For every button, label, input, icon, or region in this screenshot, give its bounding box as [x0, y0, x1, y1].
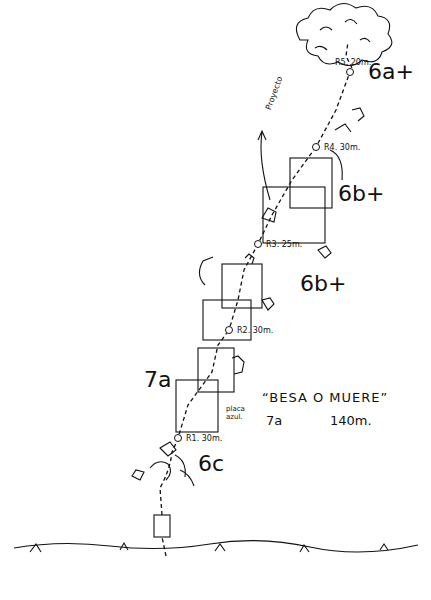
route-line — [160, 42, 352, 556]
route-pitch — [230, 248, 256, 327]
belay-station: R3. 25m. — [254, 240, 262, 248]
belay-label: R3. 25m. — [266, 240, 302, 249]
route-pitch — [260, 150, 314, 240]
belay-station: R1. 30m. — [174, 434, 182, 442]
tree-leaves — [315, 19, 370, 50]
belay-label: R2. 30m. — [237, 326, 273, 335]
tree-canopy — [296, 3, 391, 65]
rock-scratch — [150, 455, 194, 486]
route-line — [260, 150, 314, 240]
belay-label: R4. 30m. — [324, 143, 360, 152]
route-start — [160, 441, 177, 556]
rock-flake — [160, 442, 176, 456]
bush — [132, 470, 144, 480]
rock-edge — [262, 150, 342, 222]
belay-station: R5. 20m. — [346, 68, 354, 76]
bush — [318, 246, 331, 258]
route-label: 7a — [266, 414, 282, 428]
route-line — [179, 333, 226, 434]
rock-block — [263, 187, 325, 243]
bush — [262, 298, 274, 310]
route-label: 7a — [144, 368, 171, 391]
route-label: Proyecto — [264, 75, 284, 111]
project-arrow — [258, 131, 270, 200]
belay-label: R5. 20m. — [335, 58, 371, 67]
rock-block — [290, 158, 332, 208]
route-line — [318, 76, 349, 144]
route-label: 6c — [198, 452, 224, 475]
route-pitch — [179, 333, 226, 434]
route-title: “BESA O MUERE” — [262, 390, 388, 405]
rock-features — [14, 3, 418, 552]
route-label: placa azul. — [226, 405, 254, 421]
belay-station: R2. 30m. — [225, 326, 233, 334]
route-label: 6b+ — [300, 272, 346, 295]
belay-label: R1. 30m. — [186, 434, 222, 443]
route-label: 6b+ — [338, 182, 384, 205]
rock-block — [176, 380, 218, 432]
ground-line — [14, 541, 418, 552]
rock-block — [198, 348, 234, 392]
rock-block — [154, 515, 170, 537]
route-label: 6a+ — [368, 60, 414, 83]
route-label: 140m. — [330, 414, 372, 428]
route-pitch — [318, 76, 349, 144]
ground-tufts — [30, 543, 388, 552]
bush — [232, 356, 244, 374]
belay-station: R4. 30m. — [312, 143, 320, 151]
rock-block — [222, 264, 262, 308]
rock-edge — [199, 254, 254, 285]
route-line — [230, 248, 256, 327]
bush — [335, 108, 364, 132]
